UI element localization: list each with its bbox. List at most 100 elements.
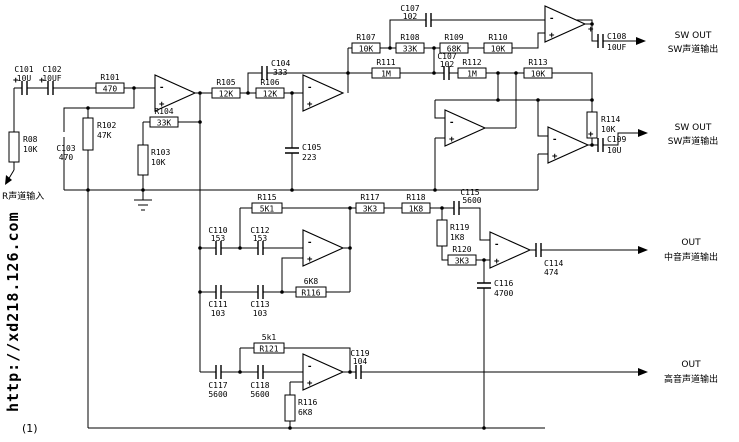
- resistor-R113: R113 10K: [523, 58, 553, 79]
- resistor-ref: R105: [216, 78, 235, 87]
- cap-value: 223: [302, 153, 317, 162]
- cap-ref: C116: [494, 279, 513, 288]
- cap-value: 103: [253, 309, 268, 318]
- cap-value: 5600: [208, 390, 227, 399]
- cap-ref: C110: [208, 226, 227, 235]
- resistor-ref: R108: [400, 33, 419, 42]
- resistor-ref: R112: [462, 58, 481, 67]
- cap-value: 4700: [494, 289, 513, 298]
- capacitor-C114: C114 474: [544, 259, 563, 277]
- opamp-1-minus: -: [159, 83, 164, 93]
- opamp-6-minus: -: [307, 238, 312, 248]
- cap-value: 333: [273, 68, 288, 77]
- sw-out-bottom-terminal: SW OUT SW声道输出: [638, 123, 718, 147]
- resistor-ref: R116: [298, 398, 317, 407]
- opamp-8-plus: +: [307, 379, 313, 389]
- resistor-R104: R104 33K: [149, 107, 179, 128]
- resistor-value: 10K: [531, 70, 546, 79]
- resistor-ref: R109: [444, 33, 463, 42]
- opamp-1-plus: +: [159, 100, 165, 110]
- capacitor-C115: C115 5600: [460, 188, 481, 205]
- cap-ref: C104: [271, 59, 290, 68]
- cap-ref: C117: [208, 381, 227, 390]
- resistor-R109: R109 68K: [439, 33, 469, 54]
- cap-ref: C107: [400, 4, 419, 13]
- opamp-5-minus: -: [552, 135, 557, 145]
- cap-ref: C103: [56, 144, 75, 153]
- capacitor-C108: C108 10UF +: [588, 25, 626, 52]
- cap-ref: C115: [460, 188, 479, 197]
- capacitor-C117: C117 5600: [208, 381, 227, 399]
- figure-number: (1): [22, 422, 38, 435]
- resistor-R112: R112 1M: [457, 58, 487, 79]
- input-label: R声道输入: [2, 190, 44, 202]
- resistor-value: 470: [103, 85, 118, 94]
- resistor-R105: R105 12K: [211, 78, 241, 99]
- resistor-ref: R110: [488, 33, 507, 42]
- opamp-2-plus: +: [307, 100, 313, 110]
- sw-out-top-label: SW OUT: [675, 31, 712, 41]
- cap-ref: C102: [42, 65, 61, 74]
- cap-ref: C114: [544, 259, 563, 268]
- resistor-ref: R115: [257, 193, 276, 202]
- opamp-5-plus: +: [552, 152, 558, 162]
- resistor-ref: R117: [360, 193, 379, 202]
- resistor-R121: 5k1 R121: [253, 333, 285, 354]
- opamp-7: - +: [489, 231, 532, 269]
- cap-value: 5600: [250, 390, 269, 399]
- cap-ref: C118: [250, 381, 269, 390]
- opamp-2-minus: -: [307, 83, 312, 93]
- cap-ref: C108: [607, 32, 626, 41]
- capacitor-C113: C113 103: [250, 300, 269, 318]
- cap-value: 153: [253, 234, 268, 243]
- resistor-value: 1M: [467, 70, 477, 79]
- opamp-3: - +: [444, 109, 487, 147]
- sw-out-top-label-cn: SW声道输出: [668, 43, 719, 55]
- capacitor-C102: C102 10UF +: [39, 65, 62, 86]
- opamp-4: - +: [544, 5, 587, 43]
- cap-value: 10UF: [607, 43, 626, 52]
- cap-value: 10U: [17, 74, 32, 83]
- mid-out-label: OUT: [681, 238, 701, 248]
- cap-value: 102: [403, 12, 418, 21]
- junction-dots: [86, 22, 594, 430]
- resistor-R106: R106 12K: [255, 78, 285, 99]
- cap-value: 104: [353, 357, 368, 366]
- sw-out-bottom-label-cn: SW声道输出: [668, 135, 719, 147]
- mid-out-label-cn: 中音声道输出: [664, 251, 718, 263]
- cap-ref: C105: [302, 143, 321, 152]
- output-arrow-icon: [638, 129, 648, 137]
- opamp-6: - +: [302, 229, 345, 267]
- capacitor-C109: C109 10U +: [588, 130, 626, 155]
- opamp-2: - +: [302, 74, 345, 112]
- resistor-ref: R121: [259, 345, 278, 354]
- resistor-R119: R119 1K8: [436, 219, 469, 247]
- resistor-value: 10K: [491, 45, 506, 54]
- resistor-R116-bottom: R116 6K8: [284, 394, 317, 422]
- resistor-ref: R107: [356, 33, 375, 42]
- resistor-value: 68K: [447, 45, 462, 54]
- cap-ref: C111: [208, 300, 227, 309]
- opamp-7-minus: -: [494, 240, 499, 250]
- resistor-value: 12K: [219, 90, 234, 99]
- resistor-value: 6K8: [298, 408, 313, 417]
- resistor-R111: R111 1M: [371, 58, 401, 79]
- resistor-value: 3K3: [363, 205, 378, 214]
- resistor-R110: R110 10K: [483, 33, 513, 54]
- resistor-R116-mid: 6K8 R116: [295, 277, 327, 298]
- resistor-R120: R120 3K3: [447, 245, 477, 266]
- polarity-plus: +: [588, 25, 594, 35]
- opamp-5: - +: [547, 126, 590, 164]
- resistor-value: 10K: [359, 45, 374, 54]
- polarity-plus: +: [13, 76, 19, 86]
- capacitor-C116: C116 4700: [494, 279, 513, 298]
- resistor-value: 1K8: [450, 233, 465, 242]
- capacitor-C110: C110 153: [208, 226, 227, 243]
- cap-ref: C112: [250, 226, 269, 235]
- cap-value: 5600: [462, 196, 481, 205]
- cap-value: 153: [211, 234, 226, 243]
- resistor-ref: R08: [23, 135, 38, 144]
- resistor-ref: R103: [151, 148, 170, 157]
- cap-value: 470: [59, 153, 74, 162]
- cap-value: 103: [211, 309, 226, 318]
